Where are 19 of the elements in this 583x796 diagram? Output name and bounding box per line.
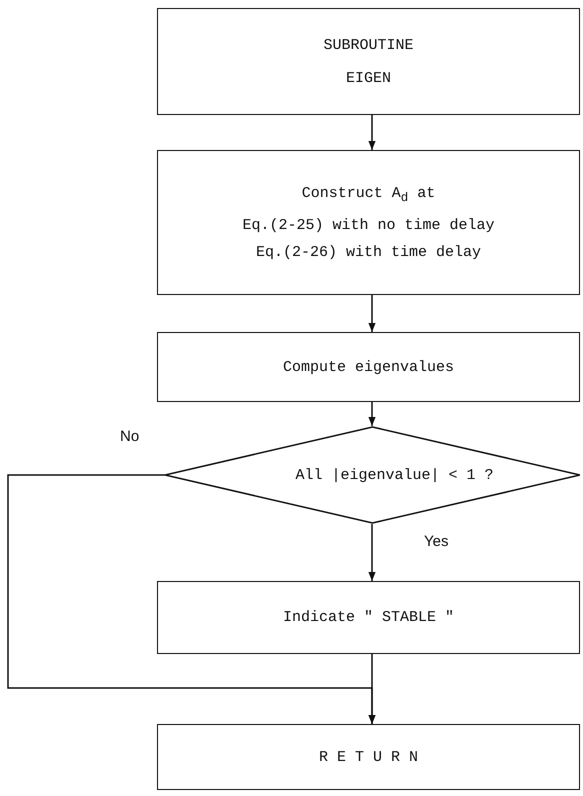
node-text: R E T U R N	[318, 748, 418, 768]
process-box	[157, 8, 580, 115]
node-text: Compute eigenvalues	[282, 358, 454, 378]
arrow	[368, 402, 376, 426]
node-text: All |eigenvalue| < 1 ?	[295, 466, 494, 486]
node-text: Construct A$_{d}$ at	[302, 184, 436, 206]
node-text: Eq.(2-25) with no time delay	[242, 216, 495, 236]
node-text: Indicate " STABLE "	[282, 608, 454, 628]
process-box	[157, 581, 580, 654]
node-text: SUBROUTINE EIGEN	[322, 36, 414, 88]
arrow	[368, 524, 376, 581]
arrow	[368, 654, 376, 724]
process-box	[157, 724, 580, 790]
arrow	[368, 295, 376, 332]
decision-diamond	[165, 426, 580, 524]
process-box	[157, 332, 580, 402]
arrow	[368, 115, 376, 150]
node-text: Eq.(2-26) with time delay	[256, 242, 482, 262]
process-box	[157, 150, 580, 295]
